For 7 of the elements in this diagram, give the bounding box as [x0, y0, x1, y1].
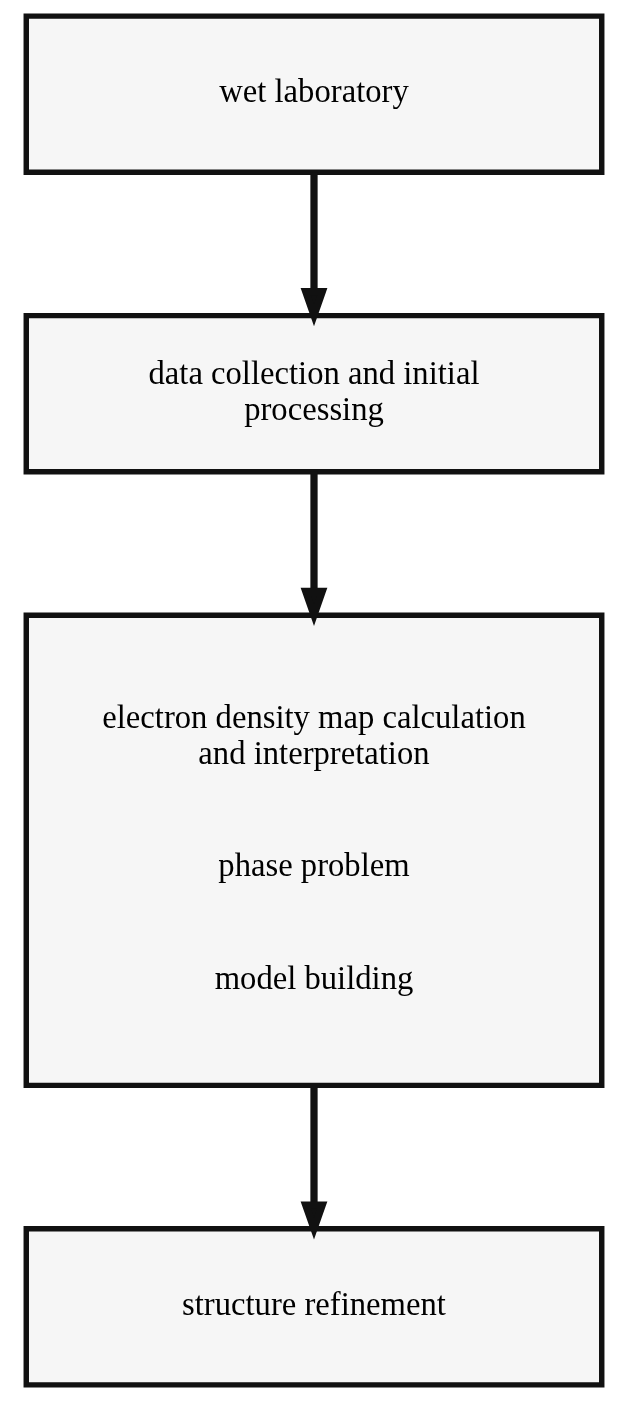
node-box: data collection and initial processing	[23, 312, 605, 475]
arrow	[300, 172, 328, 327]
arrow	[300, 471, 328, 626]
node-box: structure refinement	[23, 1226, 605, 1388]
node-box: electron density map calculation and interpretation phase problem model building	[23, 612, 605, 1089]
node-box: wet laboratory	[23, 13, 605, 175]
arrow	[300, 1085, 328, 1240]
